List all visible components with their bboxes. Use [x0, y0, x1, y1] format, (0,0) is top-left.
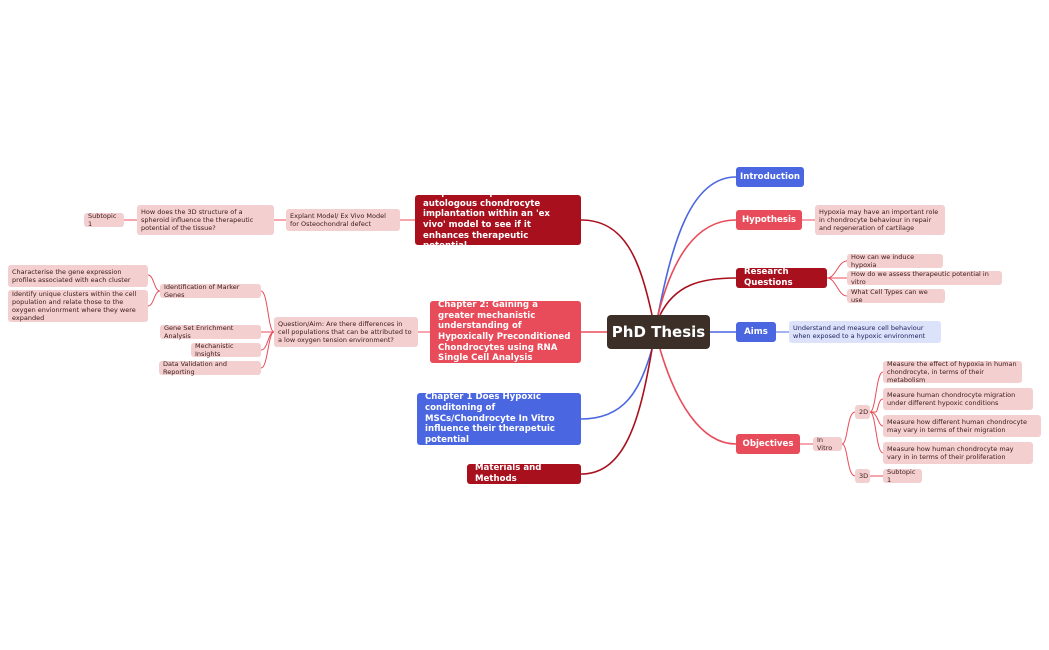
topic-introduction[interactable]: Introduction	[736, 167, 804, 187]
question-aim[interactable]: Question/Aim: Are there differences in c…	[274, 317, 418, 347]
objective-2d-item[interactable]: Measure human chondrocyte migration unde…	[883, 388, 1033, 410]
hypothesis-text[interactable]: Hypoxia may have an important role in ch…	[815, 205, 945, 235]
research-question-item[interactable]: How can we induce hypoxia	[847, 253, 943, 269]
topic-materials-methods[interactable]: Materials and Methods	[467, 463, 581, 484]
objective-3d[interactable]: 3D	[855, 469, 870, 483]
topic-objectives[interactable]: Objectives	[736, 434, 800, 454]
objective-in-vitro[interactable]: In Vitro	[813, 436, 842, 452]
topic-chapter-3[interactable]: Chapter 3: Replicate autologous chondroc…	[415, 188, 581, 251]
marker-gene-item[interactable]: Characterise the gene expression profile…	[8, 265, 148, 287]
objective-2d-item[interactable]: Measure how different human chondrocyte …	[883, 415, 1041, 437]
spheroid-question[interactable]: How does the 3D structure of a spheroid …	[137, 205, 274, 235]
marker-gene-item[interactable]: Identify unique clusters within the cell…	[8, 290, 148, 322]
research-question-item[interactable]: How do we assess therapeutic potential i…	[847, 270, 1002, 286]
data-validation[interactable]: Data Validation and Reporting	[159, 360, 261, 376]
aims-text[interactable]: Understand and measure cell behaviour wh…	[789, 321, 941, 343]
topic-hypothesis[interactable]: Hypothesis	[736, 210, 802, 230]
objective-2d-item[interactable]: Measure the effect of hypoxia in human c…	[883, 360, 1022, 384]
subtopic-left[interactable]: Subtopic 1	[84, 212, 124, 228]
gene-set-enrichment[interactable]: Gene Set Enrichment Analysis	[160, 324, 261, 340]
topic-research-questions[interactable]: Research Questions	[736, 267, 827, 288]
topic-chapter-2[interactable]: Chapter 2: Gaining a greater mechanistic…	[430, 300, 581, 363]
marker-genes[interactable]: Identification of Marker Genes	[160, 283, 261, 299]
mechanistic-insights[interactable]: Mechanistic Insights	[191, 342, 261, 358]
explant-model[interactable]: Explant Model/ Ex Vivo Model for Osteoch…	[286, 209, 400, 231]
subtopic-3d[interactable]: Subtopic 1	[883, 468, 922, 484]
topic-chapter-1[interactable]: Chapter 1 Does Hypoxic conditoning of MS…	[417, 392, 581, 445]
objective-2d-item[interactable]: Measure how human chondrocyte may vary i…	[883, 442, 1033, 464]
central-topic[interactable]: PhD Thesis	[607, 315, 710, 349]
objective-2d[interactable]: 2D	[855, 405, 870, 419]
topic-aims[interactable]: Aims	[736, 322, 776, 342]
research-question-item[interactable]: What Cell Types can we use	[847, 288, 945, 304]
